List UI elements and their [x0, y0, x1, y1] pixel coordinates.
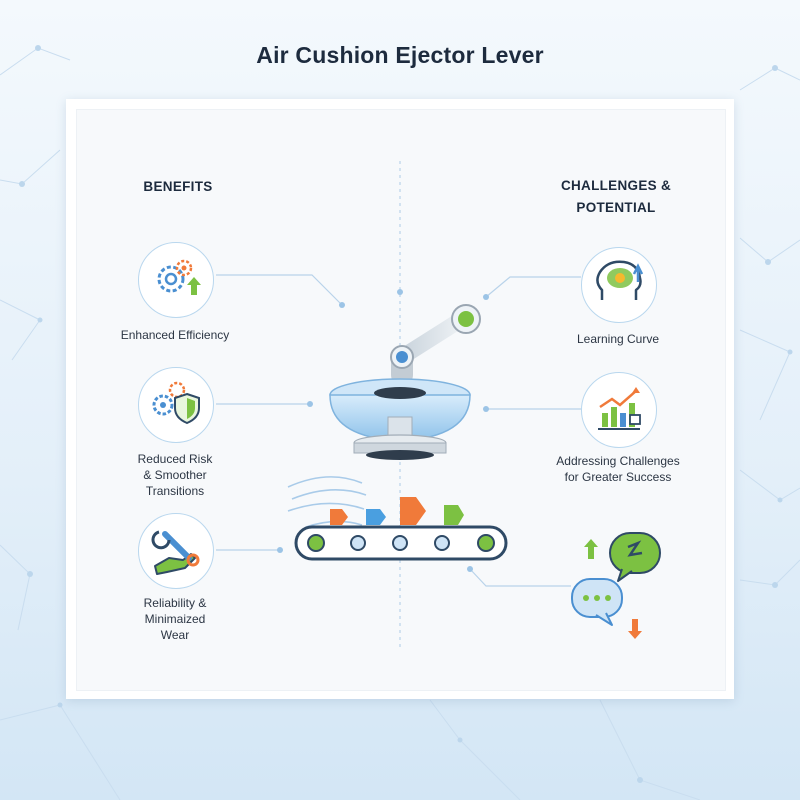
speech-bubbles-icon	[571, 532, 661, 639]
challenge-label-addressing-challenges: Addressing Challenges for Greater Succes…	[556, 454, 680, 484]
challenge-label-learning-curve: Learning Curve	[576, 332, 660, 346]
learning-curve-icon-circle	[581, 247, 657, 323]
benefit-label-reliability: Reliability & Minimaized Wear	[143, 596, 207, 642]
conveyor-belt	[294, 525, 508, 561]
air-cushion-bowl	[329, 378, 471, 460]
ejector-machine-illustration	[287, 304, 508, 561]
addressing-challenges-icon-circle	[581, 372, 657, 448]
page-title: Air Cushion Ejector Lever	[256, 42, 544, 68]
benefits-heading: BENEFITS	[143, 179, 213, 194]
growth-chart-icon	[598, 387, 641, 430]
reduced-risk-icon-circle	[138, 367, 214, 443]
robot-arm	[390, 304, 481, 386]
gears-up-arrow-icon	[157, 259, 201, 295]
gears-shield-icon	[152, 381, 200, 425]
benefit-label-reduced-risk: Reduced Risk & Smoother Transitions	[137, 452, 213, 498]
reliability-icon-circle	[138, 513, 214, 589]
diagram-card: BENEFITS CHALLENGES & POTENTIAL Enhanced…	[66, 99, 734, 699]
brain-head-icon	[596, 260, 644, 300]
benefit-label-enhanced-efficiency: Enhanced Efficiency	[120, 328, 230, 342]
conveyor-parts	[330, 497, 464, 525]
air-flow-waves	[287, 476, 367, 528]
challenges-heading: CHALLENGES & POTENTIAL	[560, 178, 672, 215]
enhanced-efficiency-icon-circle	[138, 242, 214, 318]
hand-wrench-icon	[151, 530, 200, 575]
connector-lines	[216, 161, 581, 647]
